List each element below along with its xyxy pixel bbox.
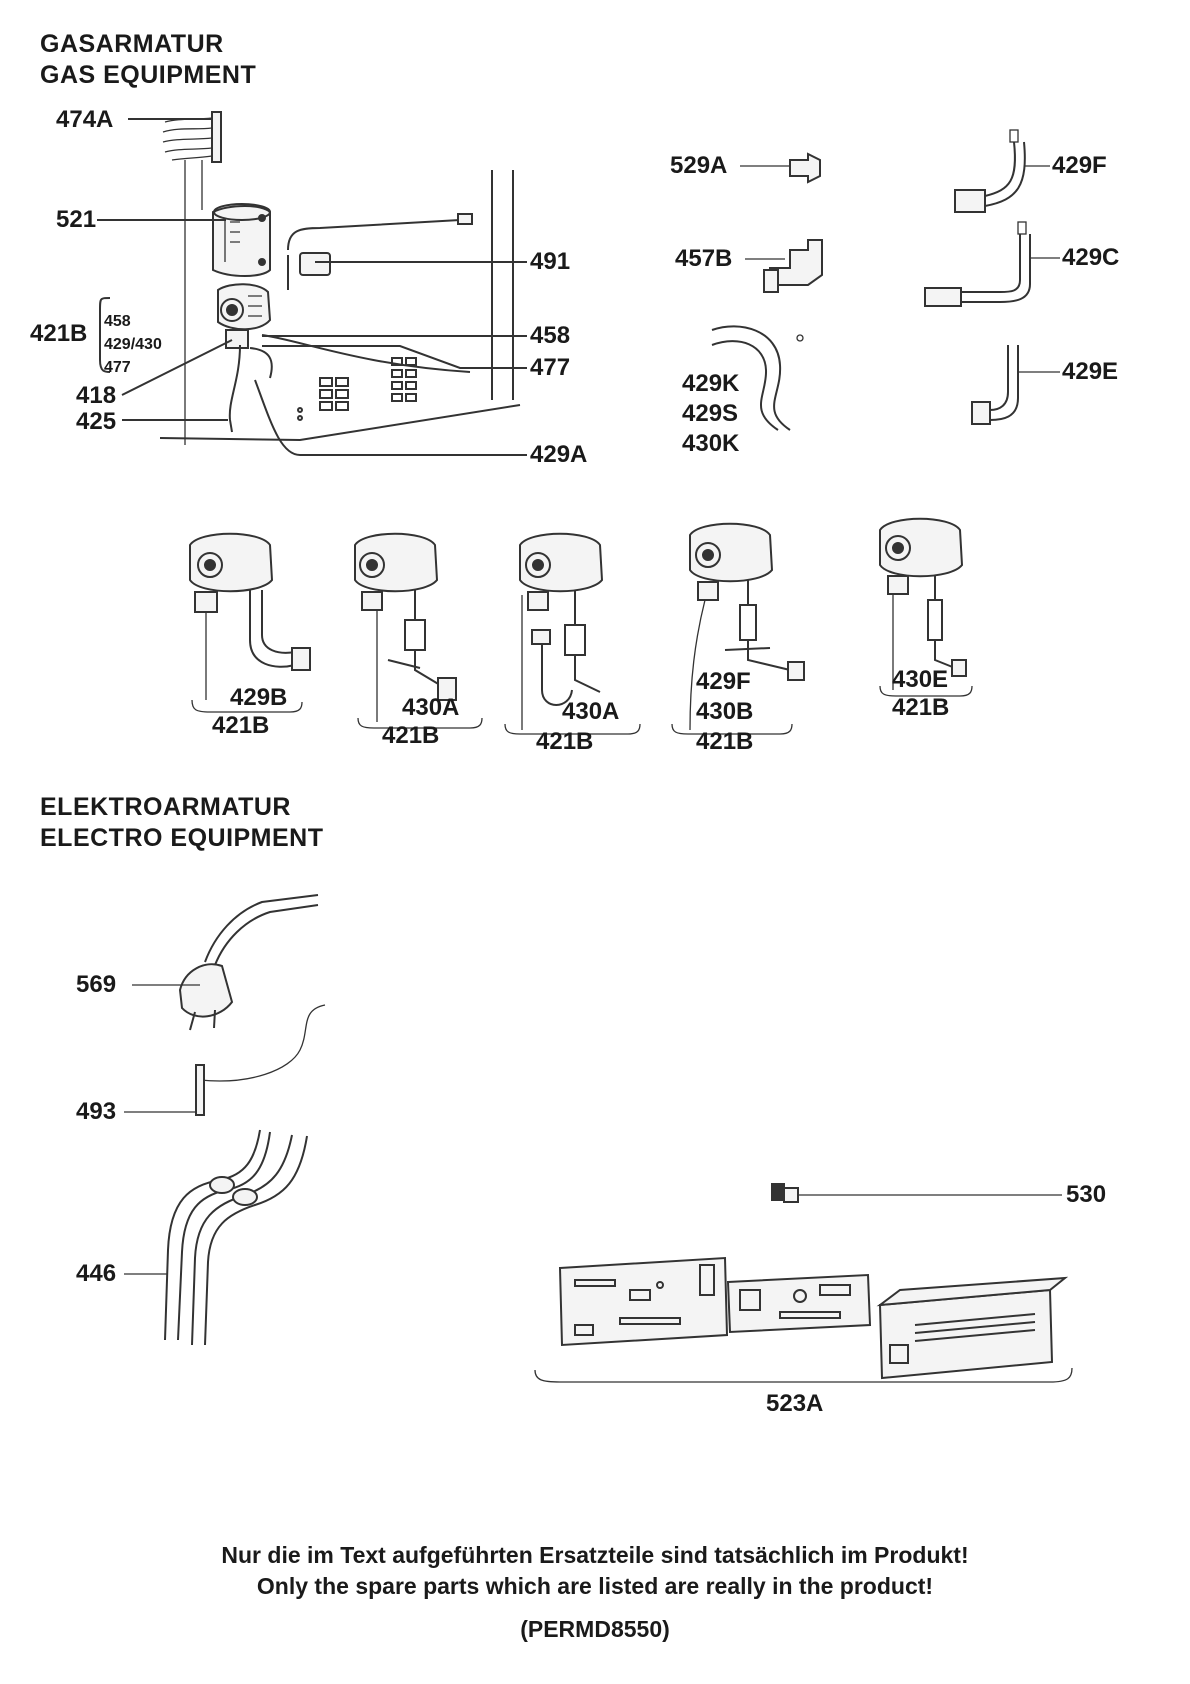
label-523A: 523A [766, 1390, 824, 1417]
electro-section-title-en: ELECTRO EQUIPMENT [40, 824, 324, 852]
label-458: 458 [530, 322, 571, 349]
label-variant2-430A: 430A [402, 694, 460, 721]
label-493: 493 [76, 1098, 117, 1125]
label-421B: 421B [30, 320, 88, 347]
label-425: 425 [76, 408, 117, 435]
label-429S: 429S [682, 400, 739, 427]
small-parts-drawings [711, 129, 1060, 431]
gas-section-title-en: GAS EQUIPMENT [40, 61, 257, 89]
footer-note-en: Only the spare parts which are listed ar… [256, 1573, 934, 1599]
label-430K: 430K [682, 430, 740, 457]
label-457B: 457B [675, 245, 733, 272]
footer-note-de: Nur die im Text aufgeführten Ersatzteile… [221, 1542, 969, 1568]
label-variant1-429B: 429B [230, 684, 288, 711]
label-429C: 429C [1062, 244, 1120, 271]
label-477: 477 [530, 354, 571, 381]
label-variant1-421B: 421B [212, 712, 270, 739]
label-variant3-421B: 421B [536, 728, 594, 755]
label-446: 446 [76, 1260, 117, 1287]
gas-section-title-de: GASARMATUR [40, 30, 224, 58]
label-529A: 529A [670, 152, 728, 179]
label-530: 530 [1066, 1181, 1107, 1208]
label-variant2-421B: 421B [382, 722, 440, 749]
label-477-small: 477 [104, 359, 131, 376]
footer-code: (PERMD8550) [520, 1616, 670, 1642]
label-474A: 474A [56, 106, 114, 133]
label-variant4-429F: 429F [696, 668, 751, 695]
label-418: 418 [76, 382, 117, 409]
label-458-small: 458 [104, 313, 131, 330]
valve-variants-drawings [189, 517, 973, 735]
label-variant5-421B: 421B [892, 694, 950, 721]
label-variant4-421B: 421B [696, 728, 754, 755]
label-429K: 429K [682, 370, 740, 397]
label-491: 491 [530, 248, 571, 275]
label-429E: 429E [1062, 358, 1119, 385]
leader-lines-main [97, 118, 527, 456]
label-429F: 429F [1052, 152, 1107, 179]
electro-drawings [124, 894, 1073, 1383]
electro-section-title-de: ELEKTROARMATUR [40, 793, 291, 821]
main-gas-assembly-drawing [159, 111, 521, 445]
label-variant5-430E: 430E [892, 666, 949, 693]
label-429-430-small: 429/430 [104, 336, 162, 353]
label-521: 521 [56, 206, 97, 233]
label-variant3-430A: 430A [562, 698, 620, 725]
label-variant4-430B: 430B [696, 698, 754, 725]
label-429A: 429A [530, 441, 588, 468]
label-569: 569 [76, 971, 117, 998]
